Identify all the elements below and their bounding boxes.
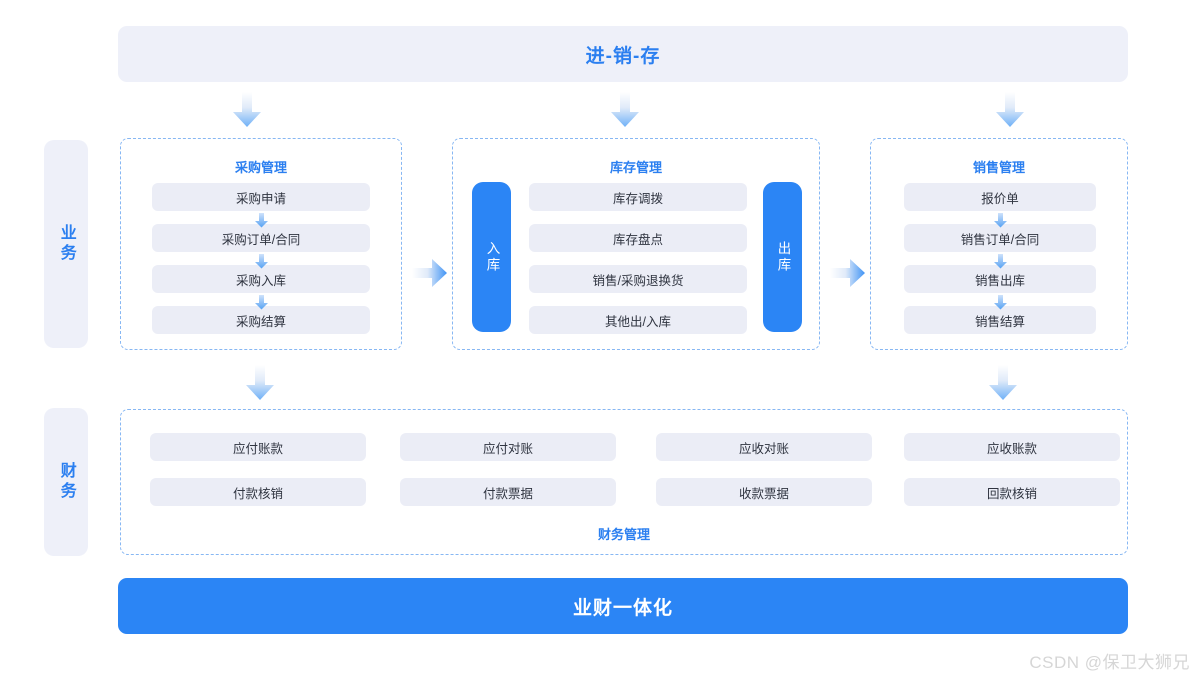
- chip-quotation[interactable]: 报价单: [904, 183, 1096, 211]
- chip-purchase-order-contract[interactable]: 采购订单/合同: [152, 224, 370, 252]
- chip-receivable-reconciliation[interactable]: 应收对账: [656, 433, 872, 461]
- chip-sales-order-contract[interactable]: 销售订单/合同: [904, 224, 1096, 252]
- group-sales-title: 销售管理: [972, 160, 1025, 175]
- side-tab-business-label: 业务: [57, 224, 75, 264]
- arrow-down-small-icon: [255, 295, 268, 310]
- tab-outbound[interactable]: 出库: [763, 182, 802, 332]
- chip-purchase-application[interactable]: 采购申请: [152, 183, 370, 211]
- group-inventory-management: 库存管理 入库 出库 库存调拨 库存盘点 销售/采购退换货 其他出/入库: [452, 138, 820, 350]
- group-sales-management: 销售管理 报价单 销售订单/合同 销售出库 销售结算: [870, 138, 1128, 350]
- chip-other-in-out[interactable]: 其他出/入库: [529, 306, 747, 334]
- arrow-down-sales-to-finance-icon: [989, 365, 1017, 400]
- arrow-down-small-icon: [255, 254, 268, 269]
- arrow-down-small-icon: [255, 213, 268, 228]
- chip-payment-writeoff[interactable]: 付款核销: [150, 478, 366, 506]
- arrow-right-inventory-to-sales-icon: [830, 259, 865, 287]
- chip-accounts-receivable[interactable]: 应收账款: [904, 433, 1120, 461]
- side-tab-finance-label: 财务: [57, 462, 75, 502]
- chip-collection-writeoff[interactable]: 回款核销: [904, 478, 1120, 506]
- group-purchase-management: 采购管理 采购申请 采购订单/合同 采购入库 采购结算: [120, 138, 402, 350]
- group-finance-management: 应付账款 应付对账 应收对账 应收账款 付款核销 付款票据 收款票据 回款核销 …: [120, 409, 1128, 555]
- group-finance-title: 财务管理: [597, 527, 650, 542]
- chip-payment-voucher[interactable]: 付款票据: [400, 478, 616, 506]
- arrow-down-small-icon: [994, 295, 1007, 310]
- arrow-down-to-sales-icon: [996, 92, 1024, 127]
- arrow-down-small-icon: [994, 254, 1007, 269]
- arrow-down-small-icon: [994, 213, 1007, 228]
- chip-sales-purchase-return[interactable]: 销售/采购退换货: [529, 265, 747, 293]
- arrow-down-to-inventory-icon: [611, 92, 639, 127]
- watermark-credit: CSDN @保卫大狮兄: [1029, 653, 1190, 672]
- chip-sales-outbound[interactable]: 销售出库: [904, 265, 1096, 293]
- arrow-down-to-purchase-icon: [233, 92, 261, 127]
- chip-receipt-voucher[interactable]: 收款票据: [656, 478, 872, 506]
- group-purchase-title: 采购管理: [234, 160, 287, 175]
- side-tab-business[interactable]: 业务: [44, 140, 88, 348]
- chip-accounts-payable[interactable]: 应付账款: [150, 433, 366, 461]
- footer-banner-integration: 业财一体化: [118, 578, 1128, 634]
- chip-purchase-inbound[interactable]: 采购入库: [152, 265, 370, 293]
- header-banner-jinxiaocun: 进-销-存: [118, 26, 1128, 82]
- chip-payable-reconciliation[interactable]: 应付对账: [400, 433, 616, 461]
- tab-outbound-label: 出库: [775, 240, 791, 274]
- arrow-right-purchase-to-inventory-icon: [412, 259, 447, 287]
- chip-sales-settlement[interactable]: 销售结算: [904, 306, 1096, 334]
- chip-stock-count[interactable]: 库存盘点: [529, 224, 747, 252]
- tab-inbound-label: 入库: [484, 240, 500, 274]
- tab-inbound[interactable]: 入库: [472, 182, 511, 332]
- side-tab-finance[interactable]: 财务: [44, 408, 88, 556]
- arrow-down-purchase-to-finance-icon: [246, 365, 274, 400]
- group-inventory-title: 库存管理: [609, 160, 662, 175]
- chip-stock-transfer[interactable]: 库存调拨: [529, 183, 747, 211]
- chip-purchase-settlement[interactable]: 采购结算: [152, 306, 370, 334]
